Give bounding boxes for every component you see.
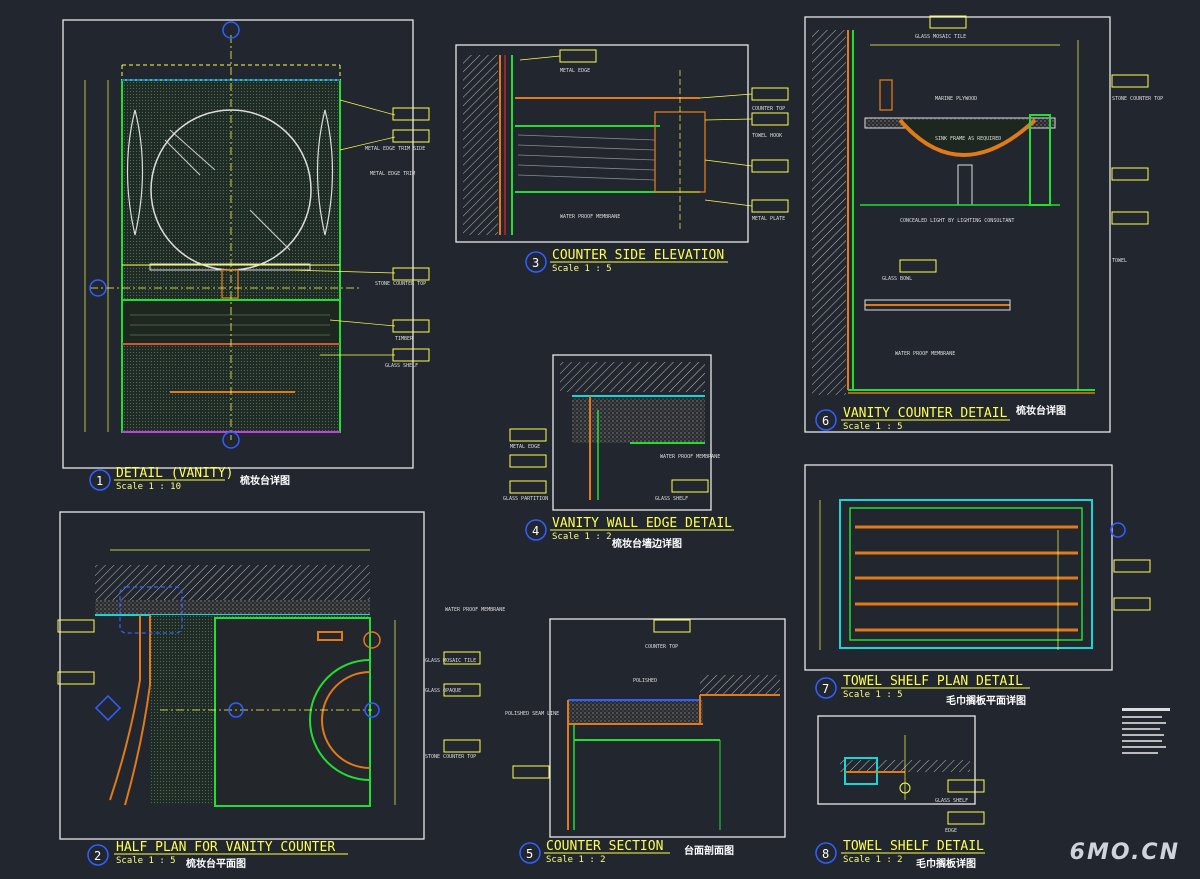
panel-8-scale: Scale 1 : 2 (843, 855, 903, 865)
panel-2-half-plan: WATER PROOF MEMBRANE GLASS MOSAIC TILE G… (57, 511, 505, 870)
watermark: 6MO.CN (1069, 840, 1180, 865)
panel-5-scale: Scale 1 : 2 (546, 855, 606, 865)
panel-3-title: COUNTER SIDE ELEVATION (552, 248, 724, 263)
sink-bowl (898, 118, 1037, 157)
label-metal-edge-4: METAL EDGE (510, 444, 540, 450)
panel-1-cn-title: 梳妆台详图 (239, 474, 290, 487)
label-towel-6: TOWEL (1112, 258, 1127, 264)
panel-5-frame (549, 618, 786, 838)
label-glass-shelf-4: GLASS SHELF (655, 496, 688, 502)
panel-4-scale: Scale 1 : 2 (552, 532, 612, 542)
label-water-proof-6: WATER PROOF MEMBRANE (895, 351, 955, 357)
label-stone-counter-top-6: STONE COUNTER TOP (1112, 96, 1163, 102)
panel-6-vanity-counter-detail: GLASS MOSAIC TILE MARINE PLYWOOD SINK FR… (804, 15, 1163, 433)
panel-7-frame (804, 464, 1113, 671)
panel-7-towel-shelf-plan: 7 TOWEL SHELF PLAN DETAIL Scale 1 : 5 毛巾… (804, 464, 1151, 707)
panel-5-number: 5 (526, 847, 533, 861)
panel-6-number: 6 (822, 414, 829, 428)
label-glass-bowl: GLASS BOWL (882, 276, 912, 282)
panel-6-frame (804, 16, 1111, 433)
faucet (221, 269, 239, 299)
panel-7-number: 7 (822, 682, 829, 696)
label-glass-shelf-1: GLASS SHELF (385, 363, 418, 369)
panel-5-cn-title: 台面剖面图 (684, 844, 734, 857)
label-metal-edge-3: METAL EDGE (560, 68, 590, 74)
panel-4-frame (552, 354, 712, 511)
vanity-drawer (121, 299, 341, 345)
panel-8-number: 8 (822, 847, 829, 861)
panel-2-title: HALF PLAN FOR VANITY COUNTER (116, 840, 335, 855)
panel-8-towel-shelf-detail: GLASS SHELF EDGE 8 TOWEL SHELF DETAIL Sc… (815, 715, 985, 870)
label-concealed-light: CONCEALED LIGHT BY LIGHTING CONSULTANT (900, 218, 1014, 224)
label-polished: POLISHED (633, 678, 657, 684)
panel-7-title: TOWEL SHELF PLAN DETAIL (843, 674, 1023, 689)
panel-3-counter-side-elevation: METAL EDGE COUNTER TOP TOWEL HOOK WATER … (455, 44, 789, 274)
section-marker-top (222, 21, 240, 39)
label-sink-frame: SINK FRAME AS REQUIRED (935, 136, 1001, 142)
panel-2-frame (59, 511, 425, 840)
label-stone-counter-top-2: STONE COUNTER TOP (425, 754, 476, 760)
panel-8-frame (817, 715, 976, 805)
panel-8-cn-title: 毛巾搁板详图 (916, 857, 976, 870)
label-glass-mosaic-2: GLASS MOSAIC TILE (425, 658, 476, 664)
panel-7-cn-title: 毛巾搁板平面详图 (946, 694, 1026, 707)
panel-5-counter-section: COUNTER TOP POLISHED SEAM LINE POLISHED … (505, 618, 786, 865)
label-water-proof-3: WATER PROOF MEMBRANE (560, 214, 620, 220)
right-wall-sconce (316, 109, 334, 236)
panel-3-scale: Scale 1 : 5 (552, 264, 612, 274)
panel-8-title: TOWEL SHELF DETAIL (843, 839, 984, 854)
panel-1-scale: Scale 1 : 10 (116, 482, 181, 492)
panel-1-detail-vanity: METAL EDGE TRIM SIDE METAL EDGE TRIM STO… (62, 19, 430, 492)
panel-6-title: VANITY COUNTER DETAIL (843, 406, 1008, 421)
plan-sink-arc (309, 659, 371, 781)
label-glass-opaque: GLASS OPAQUE (425, 688, 461, 694)
left-wall-sconce (126, 109, 144, 236)
label-counter-top-3: COUNTER TOP (752, 106, 785, 112)
label-stone-counter-top-1: STONE COUNTER TOP (375, 281, 426, 287)
label-glass-partition: GLASS PARTITION (503, 496, 548, 502)
panel-3-frame (455, 44, 749, 243)
label-water-proof-2: WATER PROOF MEMBRANE (445, 607, 505, 613)
label-polished-seam: POLISHED SEAM LINE (505, 711, 559, 717)
panel-1-number: 1 (96, 474, 103, 488)
panel-5-title: COUNTER SECTION (546, 839, 663, 854)
panel-4-title: VANITY WALL EDGE DETAIL (552, 516, 732, 531)
label-marine-plywood: MARINE PLYWOOD (935, 96, 977, 102)
label-timber: TIMBER (395, 336, 414, 342)
label-water-proof-4: WATER PROOF MEMBRANE (660, 454, 720, 460)
label-towel-hook: TOWEL HOOK (752, 133, 782, 139)
label-glass-shelf-8: GLASS SHELF (935, 798, 968, 804)
notes-block (1122, 708, 1170, 754)
panel-1-frame (62, 19, 414, 469)
section-marker-bottom (222, 431, 240, 449)
panel-6-scale: Scale 1 : 5 (843, 422, 903, 432)
panel-4-cn-title: 梳妆台墙边详图 (611, 537, 682, 550)
panel-2-number: 2 (94, 849, 101, 863)
label-glass-mosaic-tile-6: GLASS MOSAIC TILE (915, 34, 966, 40)
panel-2-cn-title: 梳妆台平面图 (185, 857, 246, 870)
panel-4-number: 4 (532, 524, 539, 538)
label-counter-top-5: COUNTER TOP (645, 644, 678, 650)
panel-7-scale: Scale 1 : 5 (843, 690, 903, 700)
panel-6-cn-title: 梳妆台详图 (1015, 404, 1066, 417)
label-edge-8: EDGE (945, 828, 957, 834)
panel-3-number: 3 (532, 256, 539, 270)
label-metal-plate: METAL PLATE (752, 216, 785, 222)
label-metal-edge-trim-side: METAL EDGE TRIM SIDE (365, 146, 425, 152)
panel-1-title: DETAIL (VANITY) (116, 466, 233, 481)
panel-4-vanity-wall-edge: METAL EDGE GLASS PARTITION WATER PROOF M… (503, 354, 734, 550)
panel-2-scale: Scale 1 : 5 (116, 856, 176, 866)
section-marker-left (89, 279, 107, 297)
label-metal-edge-trim: METAL EDGE TRIM (370, 171, 415, 177)
